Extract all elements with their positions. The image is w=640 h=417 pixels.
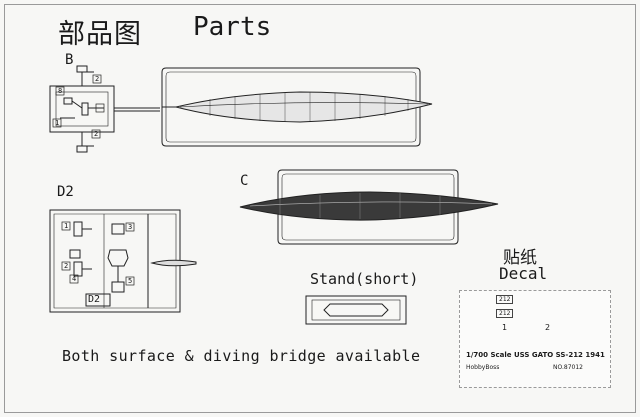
page-border (4, 4, 636, 413)
sprue-b-hull-frame (161, 67, 433, 147)
stand-part (305, 295, 407, 325)
decal-sheet: 212 212 1 2 1/700 Scale USS GATO SS-212 … (459, 290, 611, 388)
sprue-b-frame (49, 65, 160, 153)
part-number: 2 (95, 75, 100, 83)
sprue-b-label: B (65, 52, 74, 68)
sprue-d2-label: D2 (57, 184, 74, 200)
sprue-c-frame (239, 169, 499, 245)
part-number: 3 (128, 223, 133, 231)
decal-label-english: Decal (499, 264, 548, 283)
part-number: 8 (58, 87, 63, 95)
decal-title: 1/700 Scale USS GATO SS-212 1941 (466, 351, 605, 359)
part-number: 4 (72, 275, 77, 283)
decal-number: 2 (545, 323, 551, 332)
part-number: 1 (55, 119, 60, 127)
decal-mark: 212 (496, 309, 514, 318)
decal-label-chinese: 贴纸 (503, 248, 537, 268)
part-number: 2 (64, 262, 69, 270)
sprue-d2-plate-label: D2 (88, 294, 101, 305)
part-number: 2 (94, 130, 99, 138)
bridge-caption: Both surface & diving bridge available (62, 347, 421, 365)
title-english: Parts (193, 12, 272, 42)
stand-label: Stand(short) (310, 270, 419, 288)
decal-brand: HobbyBoss (466, 364, 500, 371)
part-number: 1 (64, 222, 69, 230)
decal-number: 1 (502, 323, 508, 332)
decal-mark: 212 (496, 295, 514, 304)
sprue-c-label: C (240, 173, 249, 189)
part-number: 5 (128, 277, 133, 285)
decal-kit-number: NO.87012 (553, 364, 583, 371)
title-chinese: 部品图 (58, 19, 142, 50)
sprue-d2-frame (49, 209, 197, 313)
